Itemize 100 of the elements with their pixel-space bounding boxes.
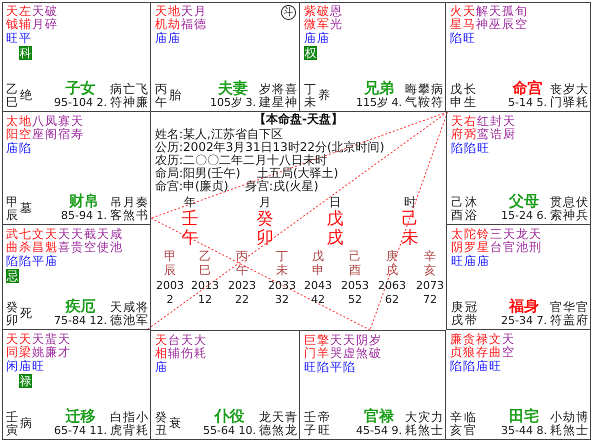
palace-name: 疾厄: [66, 298, 96, 314]
stem-branch: 丙午: [155, 82, 167, 109]
life-stage: 临官: [464, 410, 476, 438]
star-name: 文昌: [32, 228, 44, 254]
deity-name: 青龙: [285, 410, 297, 437]
life-stage: 胎: [169, 89, 181, 103]
star-name: 擎羊: [317, 334, 329, 360]
sihua-badge: 忌: [6, 269, 19, 283]
decade-age: 42: [311, 293, 325, 306]
star-name: 天相: [155, 334, 167, 360]
age-range: 115岁 4.: [356, 96, 402, 109]
brightness-label: 陷旺: [450, 32, 476, 45]
pillar-header: 年: [184, 196, 196, 209]
star-name: 天姚: [32, 333, 44, 360]
star-name: 红鸾: [477, 115, 489, 142]
age-range: 105岁 3.: [210, 96, 256, 109]
star-name: 天空: [502, 333, 514, 360]
star-name: 天魁: [45, 228, 57, 254]
star-name: 太阳: [6, 115, 18, 142]
palace-cell: [446, 330, 591, 440]
decade-stem-branch: 庚戌: [386, 249, 398, 277]
palace-name: 仆役: [214, 408, 245, 424]
star-name: 天官: [503, 228, 515, 254]
star-name: 禄存: [476, 333, 488, 360]
decade-year: 2013: [191, 279, 219, 292]
dashed-connector: [146, 112, 448, 330]
dashed-connector: [150, 218, 371, 330]
decade-age: 2: [166, 293, 174, 306]
deity-name: 将星: [272, 82, 284, 109]
brightness-label: 闲庙旺: [6, 360, 45, 373]
palace-name: 兄弟: [364, 80, 394, 96]
age-range: 95-104 2.: [54, 96, 107, 109]
star-name: 岁破: [369, 334, 381, 360]
brightness-label: 陷陷庙旺: [450, 360, 502, 373]
deity-name: 喜神: [285, 82, 297, 109]
palace-name: 福身: [509, 298, 540, 314]
brightness-label: 旺庙庙: [451, 255, 490, 268]
deity-name: 官符: [550, 300, 562, 327]
star-name: 破碎: [45, 5, 57, 32]
deity-name: 贯索: [550, 196, 562, 222]
life-stage: 帝旺: [318, 410, 330, 438]
star-name: 天梁: [19, 333, 31, 360]
star-name: 龙池: [516, 228, 528, 254]
life-stage: 养: [318, 89, 330, 103]
decade-year: 2023: [228, 279, 256, 292]
star-name: 凤阁: [45, 115, 57, 142]
deity-name: 月煞: [123, 196, 135, 222]
life-stage: 沐浴: [465, 196, 477, 222]
life-stage: 死: [20, 307, 32, 321]
deity-name: 小耗: [136, 410, 148, 437]
palace-cell: [300, 2, 446, 112]
stem-branch: 己酉: [451, 196, 463, 222]
pillar-column: 己未: [402, 210, 418, 248]
deity-name: 白虎: [110, 410, 122, 437]
star-name: 天钺: [6, 5, 18, 32]
star-name: 贪狼: [463, 333, 475, 360]
palace-cell: [151, 2, 300, 112]
star-name: 武曲: [6, 228, 18, 254]
age-range: 35-44 8.: [501, 424, 547, 437]
deity-name: 将军: [136, 300, 148, 327]
decade-year: 2033: [268, 279, 296, 292]
decade-stem-branch: 丁未: [276, 249, 288, 277]
deity-name: 博士: [576, 410, 588, 437]
star-name: 孤辰: [502, 5, 514, 32]
stem-branch: 丁未: [304, 82, 316, 109]
deity-name: 亡神: [123, 82, 135, 109]
stem-branch: 癸卯: [6, 300, 18, 327]
star-name: 截空: [84, 228, 96, 254]
star-name: 左辅: [19, 5, 31, 32]
star-name: 天马: [463, 5, 475, 32]
life-stage: 衰: [169, 417, 181, 431]
deity-name: 小耗: [550, 410, 562, 437]
palace-name: 田宅: [509, 408, 540, 424]
dashed-connector: [370, 112, 448, 330]
deity-name: 病符: [110, 82, 122, 109]
palace-cell: [2, 225, 151, 330]
brightness-label: 旺陷平陷: [304, 361, 356, 374]
pillar-column: 壬午: [182, 210, 198, 248]
deity-name: 力士: [431, 410, 443, 437]
star-name: 天福: [181, 5, 193, 32]
deity-name: 大耗: [405, 410, 417, 437]
star-name: 蜚廉: [45, 333, 57, 360]
age-range: 65-74 11.: [54, 424, 107, 437]
deity-name: 咸池: [123, 300, 135, 327]
decade-year: 2073: [416, 279, 444, 292]
decade-age: 12: [198, 293, 212, 306]
pillar-column: 戊戌: [326, 210, 344, 248]
star-name: 解神: [476, 5, 488, 32]
pillar-column: 癸卯: [256, 210, 274, 248]
star-name: 天伤: [181, 334, 193, 360]
star-name: 地劫: [168, 5, 180, 32]
pillar-header: 日: [329, 196, 341, 209]
deity-name: 奏书: [136, 196, 148, 222]
palace-name: 父母: [509, 193, 540, 209]
pillar-header: 月: [259, 196, 271, 209]
deity-name: 晦气: [405, 82, 417, 109]
star-name: 地空: [19, 115, 31, 142]
age-range: 25-34 7.: [501, 314, 547, 327]
decade-year: 2053: [341, 279, 369, 292]
life-stage: 长生: [464, 82, 476, 110]
